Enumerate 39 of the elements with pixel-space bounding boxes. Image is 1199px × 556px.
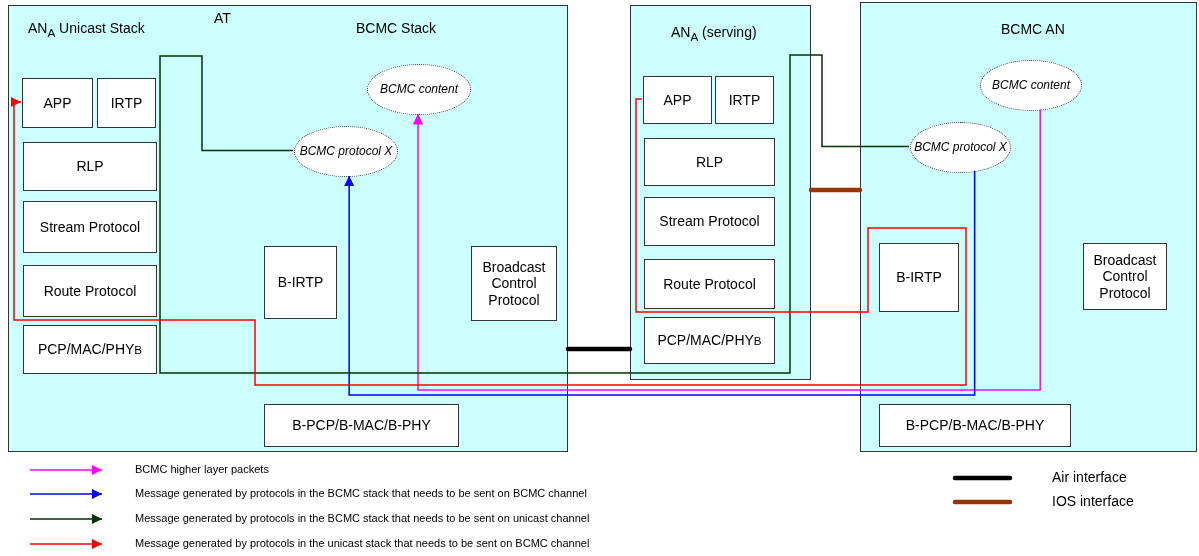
panel-title: BCMC AN: [1001, 21, 1065, 37]
legend-text: Air interface: [1052, 469, 1127, 485]
stack-heading: BCMC Stack: [356, 20, 437, 36]
legend-text: BCMC higher layer packets: [135, 463, 269, 475]
protocol-box: RLP: [23, 142, 157, 191]
network-panel: [630, 5, 811, 380]
legend-text: IOS interface: [1052, 493, 1134, 509]
protocol-box: APP: [643, 76, 712, 124]
protocol-box: B-PCP/B-MAC/B-PHY: [264, 404, 459, 447]
protocol-ellipse: BCMC protocol X: [294, 126, 398, 177]
protocol-box: Route Protocol: [644, 259, 775, 309]
panel-title: AT: [214, 10, 231, 26]
protocol-box: RLP: [644, 138, 775, 186]
connector-arrow: [343, 170, 976, 396]
protocol-box: Stream Protocol: [644, 197, 775, 246]
protocol-box: B-PCP/B-MAC/B-PHY: [879, 404, 1071, 447]
protocol-box: IRTP: [715, 76, 774, 124]
connector-arrow: [10, 96, 967, 386]
protocol-ellipse: BCMC content: [367, 64, 471, 115]
panel-title: AN$_{A}$ (serving): [671, 24, 757, 43]
protocol-box: Route Protocol: [23, 265, 157, 317]
protocol-ellipse: BCMC protocol X: [910, 122, 1011, 173]
connector-arrow: [412, 108, 1041, 391]
protocol-box: Broadcast Control Protocol: [471, 246, 557, 321]
protocol-box: Stream Protocol: [23, 201, 157, 253]
legend-text: Message generated by protocols in the BCMC stack that needs to be sent on unicast channel: [135, 512, 590, 524]
protocol-ellipse: BCMC content: [980, 60, 1082, 111]
interface-line: [808, 187, 863, 193]
legend-text: Message generated by protocols in the BCMC stack that needs to be sent on BCMC channel: [135, 487, 587, 499]
network-panel: [8, 5, 568, 452]
legend-text: Message generated by protocols in the unicast stack that needs to be sent on BCMC channel: [135, 537, 590, 549]
protocol-box: B-IRTP: [264, 246, 337, 319]
protocol-box: IRTP: [97, 78, 156, 128]
protocol-box: APP: [22, 78, 93, 128]
stack-heading: AN$_{A}$ Unicast Stack: [28, 20, 145, 39]
protocol-box: Broadcast Control Protocol: [1083, 243, 1167, 310]
network-panel: [860, 2, 1197, 452]
protocol-box: B-IRTP: [879, 243, 959, 312]
interface-line: [565, 346, 633, 352]
